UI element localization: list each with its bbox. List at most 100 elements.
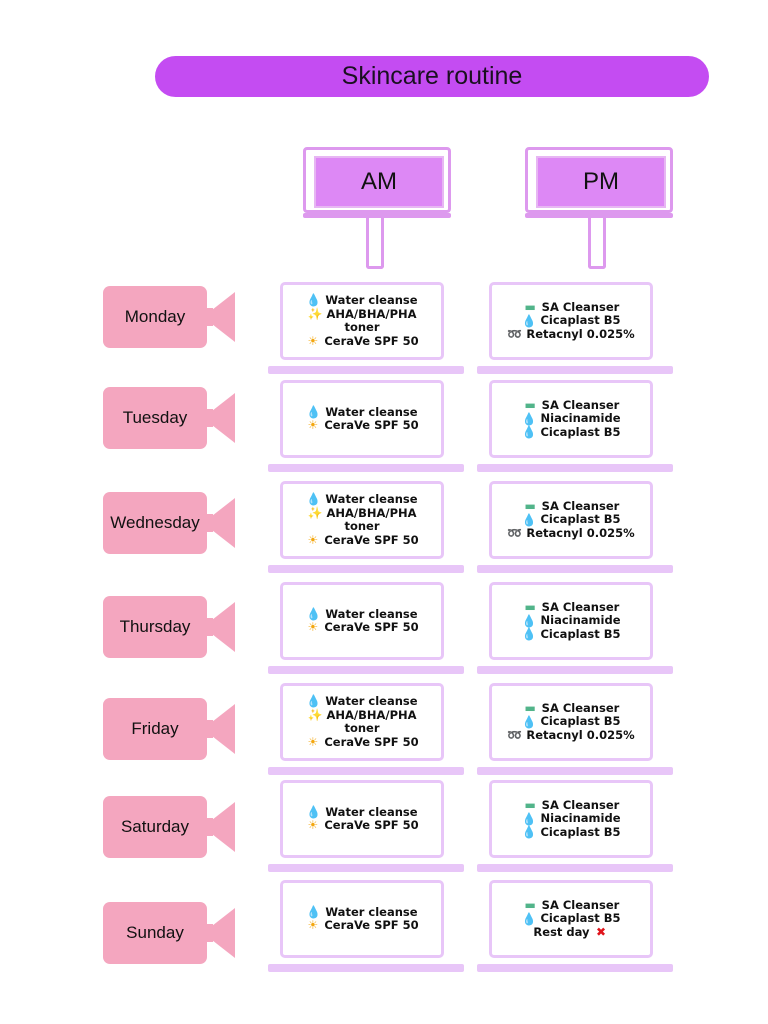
sun-icon: ☀ xyxy=(307,532,319,547)
laptop-base xyxy=(477,366,673,374)
routine-step: ▬ SA Cleanser xyxy=(523,498,620,514)
routine-step-text: Cicaplast B5 xyxy=(540,714,621,729)
soap-icon: ▬ xyxy=(524,898,536,912)
routine-step-text: CeraVe SPF 50 xyxy=(324,333,419,348)
soap-icon: ▬ xyxy=(524,701,536,715)
laptop-base xyxy=(268,864,464,872)
routine-step: 💧Cicaplast B5 xyxy=(521,424,621,440)
routine-step: 💧Water cleanse xyxy=(306,404,417,420)
day-label: Monday xyxy=(124,307,186,326)
routine-step-text: toner xyxy=(344,320,380,334)
routine-step-text: Water cleanse xyxy=(325,492,418,506)
routine-step-text: AHA/BHA/PHA xyxy=(326,505,417,520)
am-card-sunday: 💧Water cleanse☀ CeraVe SPF 50 xyxy=(268,880,464,972)
routine-step-text: Water cleanse xyxy=(325,694,418,708)
routine-step-text: Rest day xyxy=(533,924,590,939)
day-tag-body: Tuesday xyxy=(103,387,207,449)
page-title: Skincare routine xyxy=(341,62,523,90)
routine-step: ☀CeraVe SPF 50 xyxy=(305,735,418,750)
routine-step: 💧Water cleanse xyxy=(306,606,418,622)
sign-rail xyxy=(303,213,451,218)
routine-step: ✨AHA/BHA/PHA xyxy=(307,505,417,521)
red-cross-mark-icon: ✖ xyxy=(596,925,607,939)
day-tag-arrow xyxy=(203,704,235,754)
routine-step-text: AHA/BHA/PHA xyxy=(326,306,417,321)
routine-step: ▬SA Cleanser xyxy=(523,600,620,615)
day-tag-wednesday: Wednesday xyxy=(103,492,235,554)
soap-icon: ▬ xyxy=(524,499,536,513)
day-tag-body: Wednesday xyxy=(103,492,207,554)
soap-icon: ▬ xyxy=(524,798,536,812)
pm-card-tuesday: ▬SA Cleanser💧Niacinamide💧Cicaplast B5 xyxy=(477,380,673,472)
tube-icon: ➿ xyxy=(507,327,523,341)
sun-icon: ☀ xyxy=(307,918,319,933)
routine-step: ▬SA Cleanser xyxy=(523,398,620,413)
soap-icon: ▬ xyxy=(524,398,536,412)
laptop-screen: 💧Water cleanse☀CeraVe SPF 50 xyxy=(280,780,444,858)
day-label: Saturday xyxy=(120,817,190,836)
water-drop-icon: 💧 xyxy=(521,613,537,628)
day-tag-body: Monday xyxy=(103,286,207,348)
routine-step-text: Cicaplast B5 xyxy=(540,626,621,641)
laptop-base xyxy=(477,666,673,674)
routine-step-text: Water cleanse xyxy=(325,904,418,919)
routine-step: ☀CeraVe SPF 50 xyxy=(305,818,418,833)
water-drop-icon: 💧 xyxy=(306,293,322,308)
water-drop-icon: 💧 xyxy=(521,811,537,826)
pm-card-friday: ▬SA Cleanser💧Cicaplast B5➿Retacnyl 0.025… xyxy=(477,683,673,775)
routine-step: 💧Cicaplast B5 xyxy=(521,513,621,527)
laptop-screen: ▬ SA Cleanser💧Cicaplast B5➿Retacnyl 0.025… xyxy=(489,481,653,559)
day-tag-tuesday: Tuesday xyxy=(103,387,235,449)
routine-step-text: Niacinamide xyxy=(540,411,621,426)
laptop-screen: ▬SA Cleanser💧Cicaplast B5➿Retacnyl 0.025… xyxy=(489,683,653,761)
sparkles-icon: ✨ xyxy=(307,306,323,321)
routine-step-text: Cicaplast B5 xyxy=(540,424,621,439)
day-tag-monday: Monday xyxy=(103,286,235,348)
routine-step: 💧Water cleanse xyxy=(306,904,418,920)
day-tag-body: Sunday xyxy=(103,902,207,964)
routine-step: ➿Retacnyl 0.025% xyxy=(507,326,635,342)
day-tag-friday: Friday xyxy=(103,698,235,760)
day-tag-body: Saturday xyxy=(103,796,207,858)
laptop-base xyxy=(268,767,464,775)
routine-step: 💧Niacinamide xyxy=(522,412,621,426)
routine-step: ☀ CeraVe SPF 50 xyxy=(305,333,419,349)
routine-step-text: CeraVe SPF 50 xyxy=(324,532,419,547)
tube-icon: ➿ xyxy=(507,728,523,742)
sign-frame: PM xyxy=(525,147,673,213)
laptop-base xyxy=(477,565,673,573)
routine-step: ▬ SA Cleanser xyxy=(523,897,620,913)
am-card-saturday: 💧Water cleanse☀CeraVe SPF 50 xyxy=(268,780,464,872)
title-banner: Skincare routine xyxy=(155,56,709,97)
routine-step: 💧Water cleanse xyxy=(306,492,418,507)
laptop-base xyxy=(477,964,673,972)
laptop-base xyxy=(268,964,464,972)
day-tag-arrow xyxy=(203,393,235,443)
day-tag-body: Thursday xyxy=(103,596,207,658)
day-label: Tuesday xyxy=(122,408,188,427)
routine-step-text: Retacnyl 0.025% xyxy=(526,326,635,341)
laptop-base xyxy=(477,767,673,775)
routine-step: ☀ CeraVe SPF 50 xyxy=(305,532,419,548)
day-label: Wednesday xyxy=(110,513,200,532)
routine-step-text: SA Cleanser xyxy=(541,897,620,912)
water-drop-icon: 💧 xyxy=(306,404,322,419)
routine-step-text: toner xyxy=(344,721,380,735)
routine-step-text: Water cleanse xyxy=(325,606,418,621)
routine-step: ➿Retacnyl 0.025% xyxy=(507,525,635,541)
pm-card-thursday: ▬SA Cleanser💧Niacinamide💧Cicaplast B5 xyxy=(477,582,673,674)
routine-step-text: CeraVe SPF 50 xyxy=(324,918,419,932)
am-column-label: AM xyxy=(361,168,397,195)
routine-step-text: Retacnyl 0.025% xyxy=(526,525,635,540)
laptop-base xyxy=(268,565,464,573)
sun-icon: ☀ xyxy=(307,333,319,348)
sun-icon: ☀ xyxy=(307,418,319,433)
sign-post xyxy=(588,218,606,269)
laptop-screen: 💧Water cleanse☀ CeraVe SPF 50 xyxy=(280,880,444,958)
tube-icon: ➿ xyxy=(507,526,523,540)
routine-step-text: SA Cleanser xyxy=(541,498,620,513)
